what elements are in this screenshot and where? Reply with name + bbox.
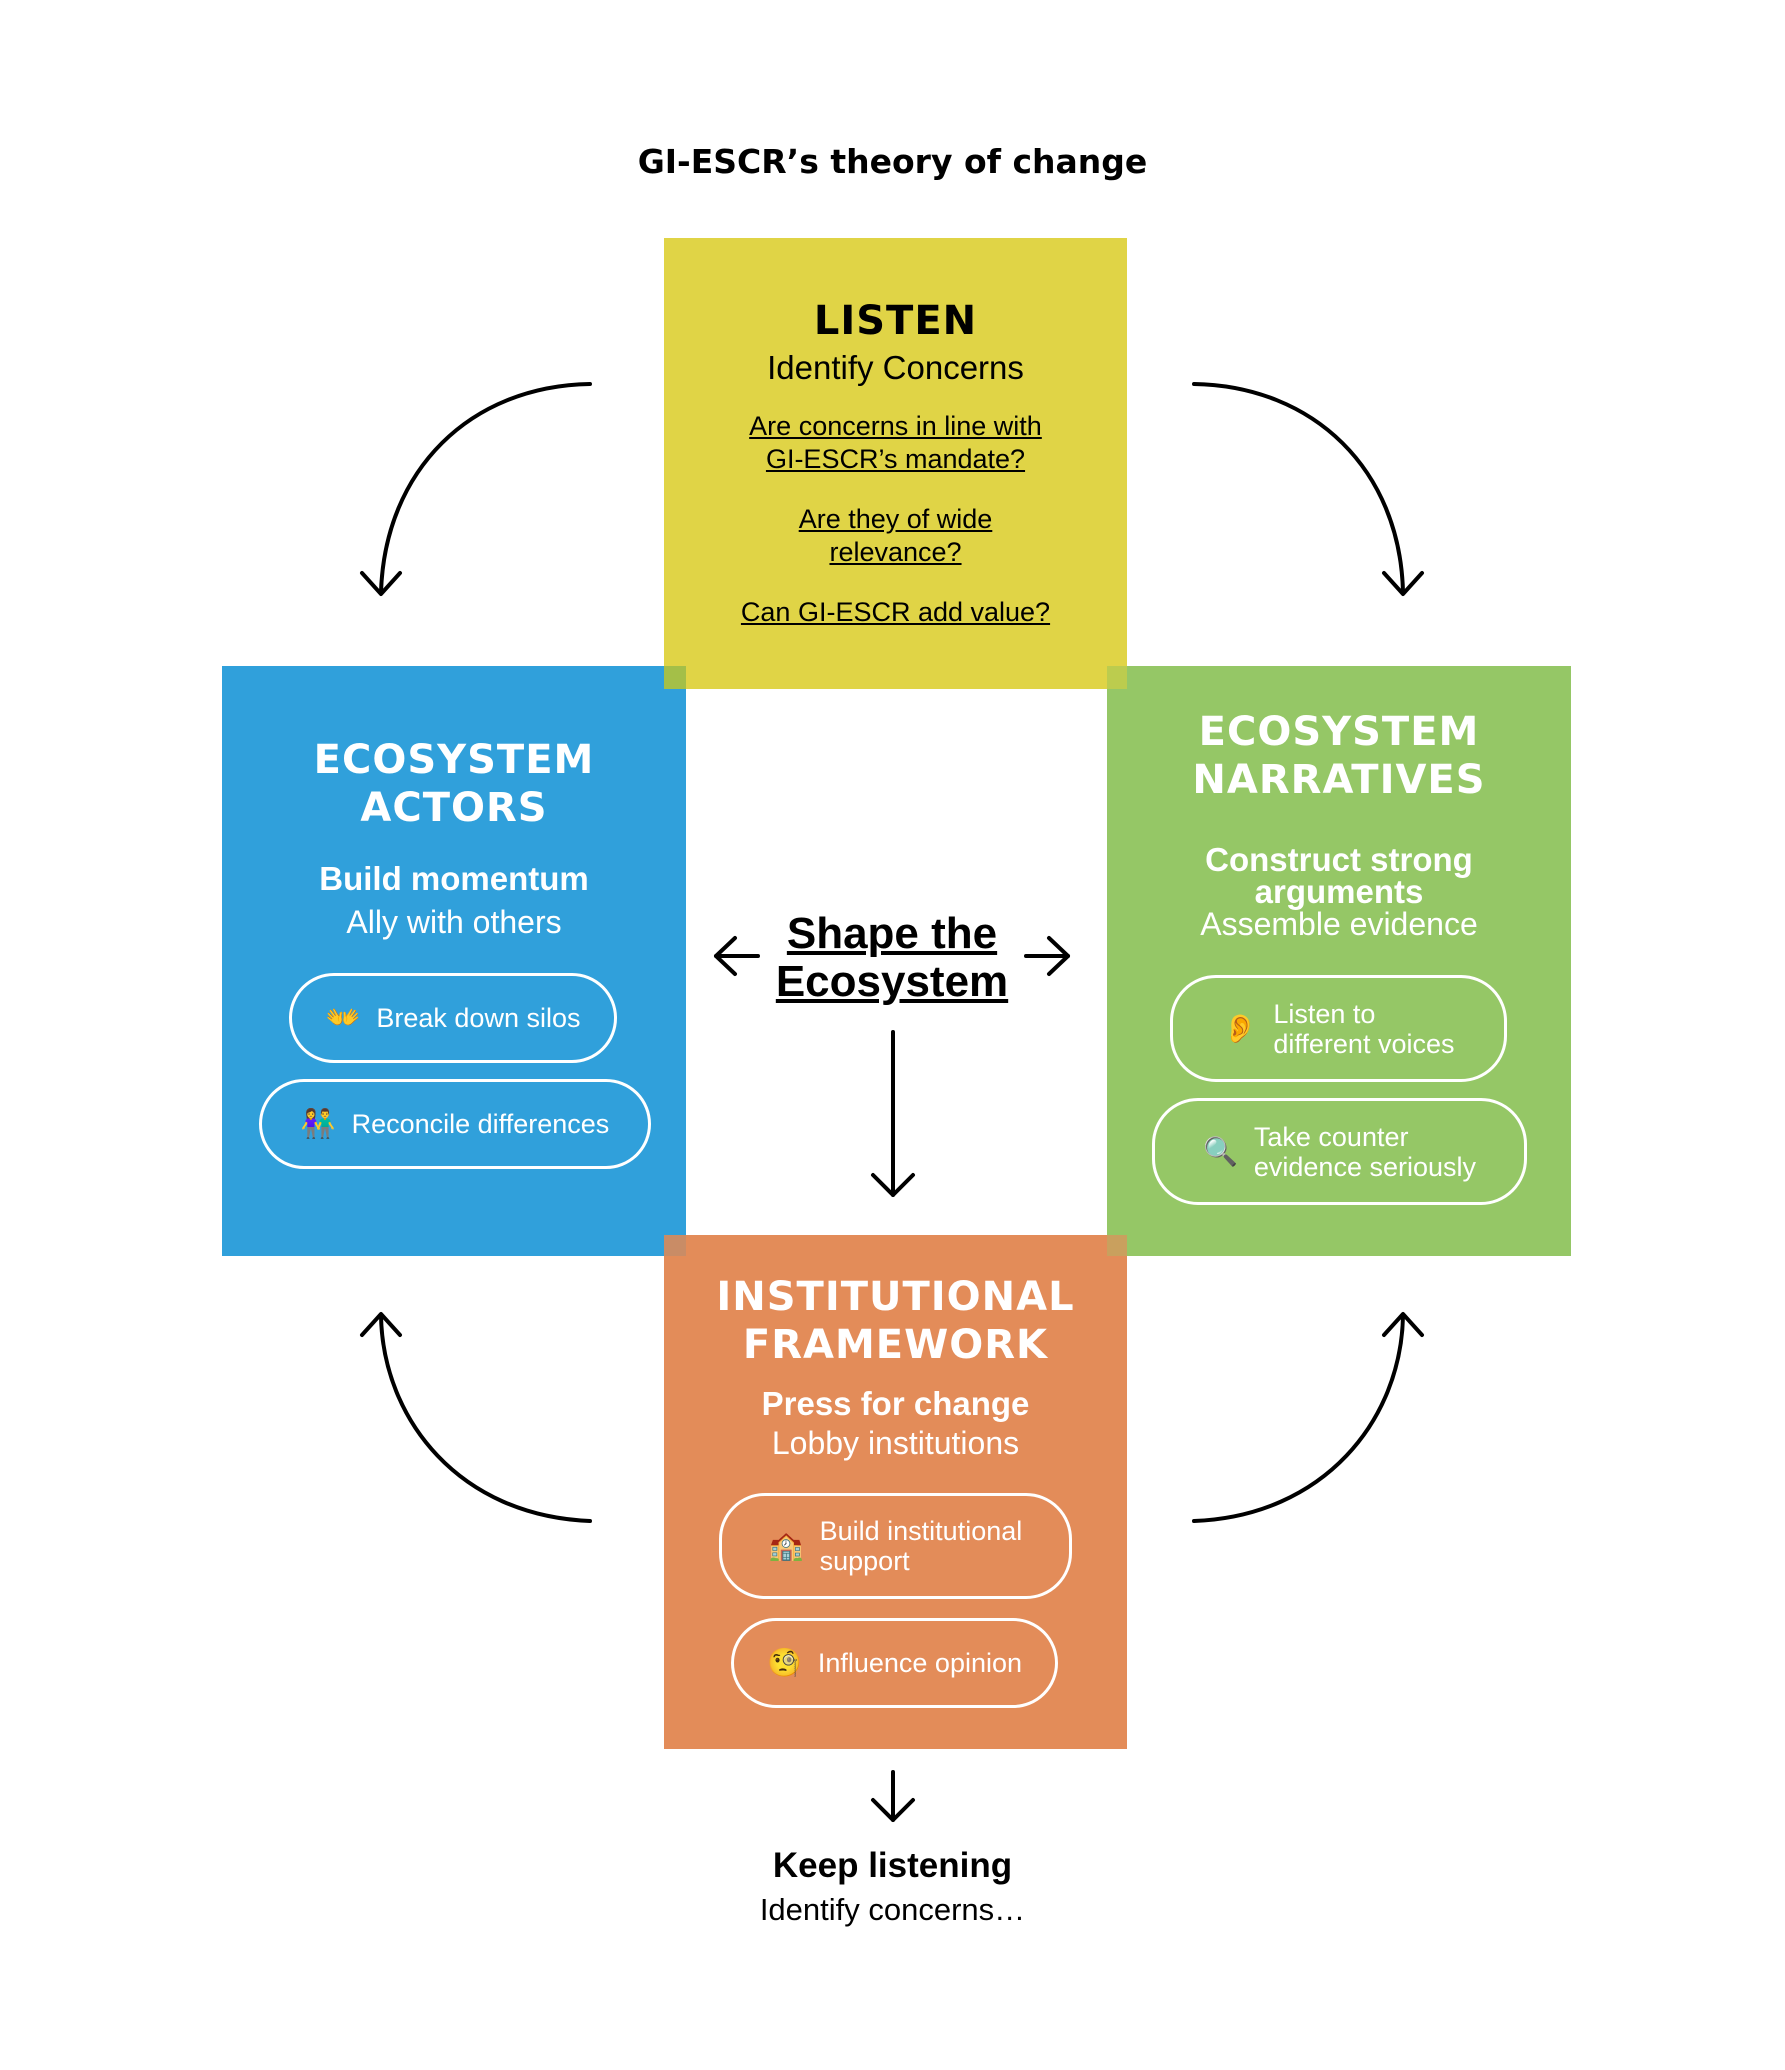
listen-question-2: Are they of wide relevance? (664, 503, 1127, 569)
narratives-bold-line-2: arguments (1254, 873, 1424, 910)
arrow-institutional-to-actors (379, 1314, 592, 1523)
listen-question-3-line-1: Can GI-ESCR add value? (740, 597, 1051, 627)
actors-heading: ECOSYSTEM ACTORS (222, 736, 686, 832)
institutional-heading-line-2: FRAMEWORK (742, 1322, 1049, 1368)
listen-box: LISTEN Identify Concerns Are concerns in… (664, 238, 1127, 689)
arrowhead (360, 571, 402, 596)
building-icon: 🏫 (768, 1530, 804, 1561)
arrowhead (360, 1312, 402, 1337)
arrowhead (1382, 571, 1424, 596)
pill-counter-evidence-line-2: evidence seriously (1253, 1151, 1476, 1182)
narratives-heading-line-1: ECOSYSTEM (1198, 709, 1480, 755)
two-people-icon: 👫 (300, 1108, 336, 1139)
arrowhead (714, 936, 737, 976)
listen-question-2-line-1: Are they of wide (798, 504, 993, 534)
actors-heading-line-1: ECOSYSTEM (313, 737, 595, 783)
monocle-face-icon: 🧐 (766, 1647, 802, 1678)
center-label-line-1: Shape the (786, 909, 998, 958)
identify-concerns-label: Identify concerns… (759, 1892, 1026, 1927)
listen-question-1-line-1: Are concerns in line with (749, 411, 1042, 441)
institutional-heading: INSTITUTIONAL FRAMEWORK (664, 1273, 1127, 1369)
pill-reconcile-differences: 👫 Reconcile differences (259, 1079, 651, 1169)
center-label-line-2: Ecosystem (775, 957, 1009, 1006)
listen-question-1: Are concerns in line with GI-ESCR’s mand… (664, 410, 1127, 476)
arrowhead (1382, 1312, 1424, 1337)
pill-listen-voices-label: Listen to different voices (1273, 999, 1454, 1059)
keep-listening-label: Keep listening (772, 1846, 1013, 1885)
actors-bold-text: Build momentum (319, 860, 589, 897)
pill-institutional-support-line-2: support (819, 1546, 910, 1576)
pill-listen-to-different-voices: 👂 Listen to different voices (1170, 975, 1507, 1082)
actors-light-text: Ally with others (346, 904, 562, 940)
narratives-heading-line-2: NARRATIVES (1192, 757, 1486, 803)
listen-heading: LISTEN (813, 298, 978, 344)
listen-subheading: Identify Concerns (767, 349, 1024, 386)
listen-question-1-line-2: GI-ESCR’s mandate? (765, 444, 1026, 474)
listen-question-3: Can GI-ESCR add value? (664, 596, 1127, 629)
diagram-title: GI-ESCR’s theory of change (637, 142, 1148, 181)
institutional-heading-line-1: INSTITUTIONAL (716, 1274, 1075, 1320)
actors-heading-line-2: ACTORS (360, 785, 548, 831)
arrowhead (871, 1798, 915, 1822)
narratives-heading: ECOSYSTEM NARRATIVES (1107, 708, 1571, 804)
arrow-listen-to-narratives (1192, 382, 1405, 594)
narratives-bold-line-1: Construct strong (1205, 841, 1473, 878)
pill-reconcile-differences-label: Reconcile differences (351, 1109, 610, 1139)
ecosystem-actors-box: ECOSYSTEM ACTORS Build momentum Ally wit… (222, 666, 686, 1256)
arrowhead (1047, 936, 1070, 976)
raised-hands-icon: 👐 (325, 1002, 361, 1033)
pill-listen-voices-line-2: different voices (1273, 1028, 1455, 1059)
pill-break-down-silos-label: Break down silos (376, 1003, 581, 1033)
narratives-light-text: Assemble evidence (1200, 906, 1478, 942)
narratives-bold-text: Construct strong arguments (1107, 841, 1571, 910)
overlap-corner (1107, 666, 1127, 689)
pill-listen-voices-line-1: Listen to (1273, 998, 1376, 1029)
arrow-institutional-to-narratives (1192, 1314, 1405, 1523)
overlap-corner (664, 666, 686, 689)
arrow-listen-to-actors (379, 382, 592, 594)
pill-counter-evidence-label: Take counter evidence seriously (1254, 1122, 1476, 1182)
pill-break-down-silos: 👐 Break down silos (289, 973, 617, 1063)
overlap-corner (1107, 1235, 1127, 1256)
institutional-bold-text: Press for change (761, 1385, 1030, 1422)
pill-influence-opinion-label: Influence opinion (817, 1648, 1023, 1678)
arrowhead (871, 1173, 915, 1197)
listen-question-2-line-2: relevance? (829, 537, 962, 567)
shape-the-ecosystem-label: Shape the Ecosystem (762, 910, 1022, 1006)
pill-take-counter-evidence: 🔍 Take counter evidence seriously (1152, 1098, 1527, 1205)
pill-institutional-support-line-1: Build institutional (819, 1516, 1023, 1546)
pill-counter-evidence-line-1: Take counter (1253, 1121, 1409, 1152)
pill-institutional-support-label: Build institutional support (820, 1516, 1023, 1576)
magnifier-icon: 🔍 (1203, 1135, 1238, 1167)
ecosystem-narratives-box: ECOSYSTEM NARRATIVES Construct strong ar… (1107, 666, 1571, 1256)
pill-influence-opinion: 🧐 Influence opinion (731, 1618, 1058, 1708)
pill-build-institutional-support: 🏫 Build institutional support (719, 1493, 1072, 1599)
institutional-light-text: Lobby institutions (771, 1425, 1020, 1461)
overlap-corner (664, 1235, 686, 1256)
ear-icon: 👂 (1222, 1012, 1258, 1044)
